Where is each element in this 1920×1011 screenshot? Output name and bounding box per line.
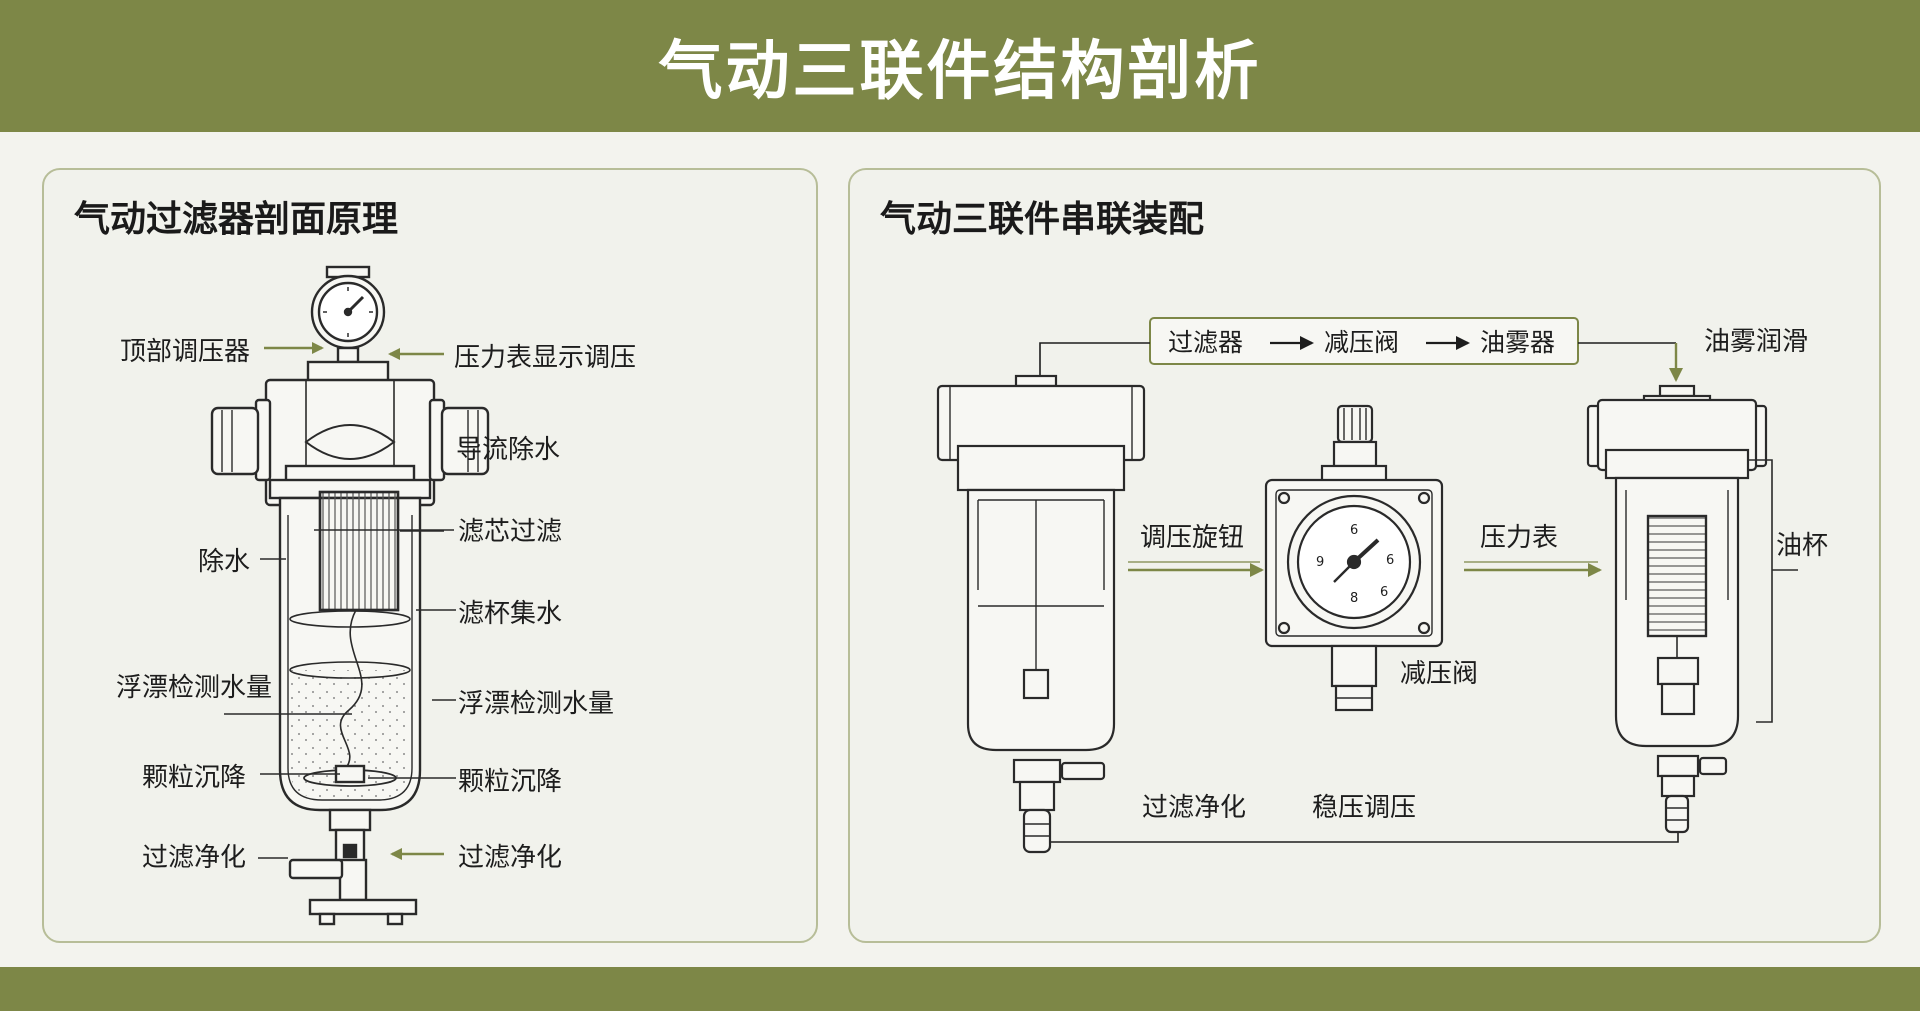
label-purify-right: 过滤净化 (458, 843, 562, 873)
label-stabilize: 稳压调压 (1312, 793, 1416, 823)
label-purify: 过滤净化 (1142, 793, 1246, 823)
label-gauge: 压力表 (1480, 523, 1558, 553)
assembly-section-panel: 过滤器 减压阀 油雾器 (848, 168, 1881, 943)
assembly-labels: 油雾润滑 调压旋钮 压力表 油杯 减压阀 过滤净化 稳压调压 (1140, 327, 1828, 823)
filter-section-panel: 顶部调压器 压力表显示调压 导流除水 除水 滤芯过滤 滤杯集水 浮漂检测水量 浮… (42, 168, 818, 943)
label-guide-water: 导流除水 (456, 435, 560, 465)
label-remove-water: 除水 (198, 547, 250, 577)
pressure-gauge-icon (310, 265, 386, 364)
right-panel-title: 气动三联件串联装配 (880, 199, 1205, 240)
label-top-regulator: 顶部调压器 (120, 337, 250, 367)
label-gauge-pressure: 压力表显示调压 (454, 343, 636, 373)
filter-leader-lines (224, 529, 456, 859)
label-reducer: 减压阀 (1400, 659, 1478, 689)
filter-body (210, 265, 490, 926)
label-element-filter: 滤芯过滤 (458, 517, 562, 547)
page-title: 气动三联件结构剖析 (658, 35, 1262, 109)
left-panel-title: 气动过滤器剖面原理 (74, 199, 399, 240)
gauge-digit: 6 (1350, 523, 1358, 538)
filter-cutaway-diagram: 顶部调压器 压力表显示调压 导流除水 除水 滤芯过滤 滤杯集水 浮漂检测水量 浮… (116, 265, 636, 926)
label-oil-cup: 油杯 (1776, 531, 1828, 561)
label-cup-collect: 滤杯集水 (458, 599, 562, 629)
title-banner: 气动三联件结构剖析 (0, 0, 1920, 132)
gauge-digit: 8 (1350, 591, 1358, 606)
label-particle-left: 颗粒沉降 (142, 763, 246, 793)
filter-labels: 顶部调压器 压力表显示调压 导流除水 除水 滤芯过滤 滤杯集水 浮漂检测水量 浮… (116, 337, 636, 873)
filter-unit-icon (936, 374, 1146, 854)
gauge-digits: 6 6 9 8 6 (1316, 523, 1394, 606)
flow-step-filter: 过滤器 (1168, 328, 1243, 357)
regulator-unit-icon (1264, 404, 1444, 712)
assembly-leader-lines (1748, 459, 1798, 723)
label-float-left: 浮漂检测水量 (116, 673, 272, 703)
label-oil-mist: 油雾润滑 (1704, 327, 1808, 357)
label-purify-left: 过滤净化 (142, 843, 246, 873)
flow-sequence-box: 过滤器 减压阀 油雾器 (1149, 317, 1579, 365)
label-knob: 调压旋钮 (1140, 523, 1244, 553)
assembly-arrows (1128, 561, 1602, 577)
gauge-digit: 6 (1386, 553, 1394, 568)
filter-arrows (264, 342, 444, 860)
flow-step-reducer: 减压阀 (1324, 328, 1399, 357)
assembly-diagram: 过滤器 减压阀 油雾器 (936, 317, 1828, 854)
label-particle-right: 颗粒沉降 (458, 767, 562, 797)
gauge-digit: 9 (1316, 555, 1324, 570)
lubricator-unit-icon (1586, 384, 1768, 834)
gauge-digit: 6 (1380, 585, 1388, 600)
footer-band (0, 967, 1920, 1011)
flow-step-lubricator: 油雾器 (1480, 328, 1555, 357)
label-float-right: 浮漂检测水量 (458, 689, 614, 719)
